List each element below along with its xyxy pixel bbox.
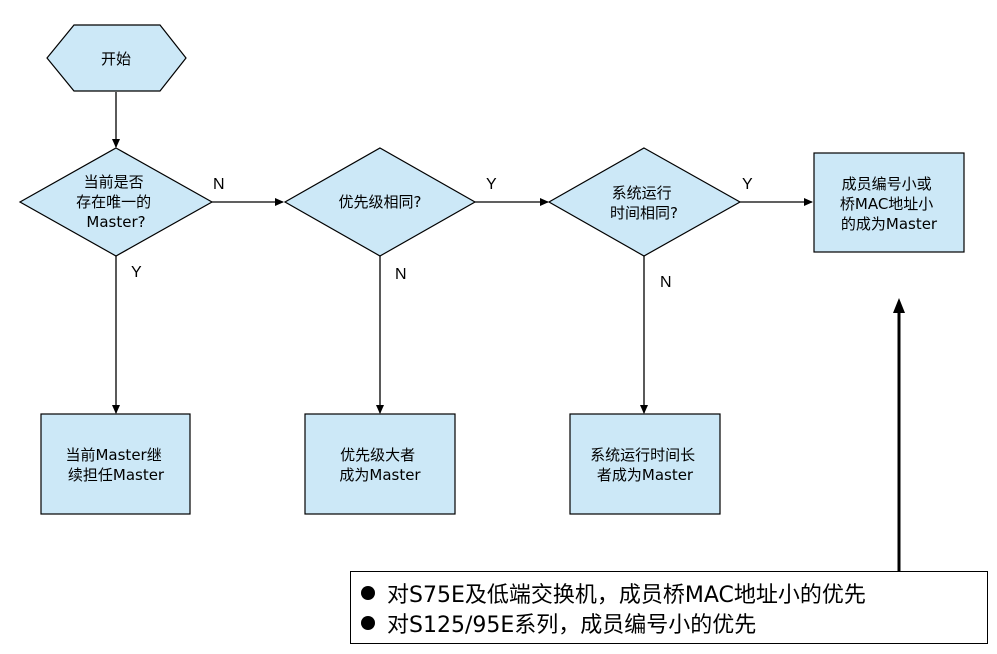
- start-node: 开始: [46, 24, 187, 92]
- decision-same-priority: 优先级相同?: [283, 147, 477, 257]
- svg-text:开始: 开始: [101, 50, 131, 68]
- svg-text:优先级相同?: 优先级相同?: [339, 193, 422, 211]
- note-pointer-arrowhead: [893, 298, 905, 313]
- note-line-2: 对S125/95E系列，成员编号小的优先: [361, 608, 987, 638]
- start-label: 开始: [101, 50, 131, 68]
- result-higher-priority: 优先级大者 成为Master: [304, 413, 456, 515]
- svg-text:当前是否 存在唯一的 Master?: 当前是否 存在唯一的 Master?: [76, 173, 156, 231]
- edge-label-uptime-no: N: [660, 274, 672, 291]
- result-uptime-line1: 系统运行时间长: [590, 446, 695, 464]
- edge-label-unique-yes: Y: [131, 264, 142, 281]
- result-mac-line2: 桥MAC地址小: [840, 195, 933, 213]
- bullet-icon: [361, 616, 375, 630]
- svg-text:优先级大者 成为Master: 优先级大者 成为Master: [339, 446, 421, 484]
- decision-priority-line1: 优先级相同?: [339, 193, 422, 211]
- result-uptime-line2: 者成为Master: [597, 466, 694, 484]
- decision-uptime-line2: 时间相同?: [610, 204, 678, 222]
- edge-label-priority-no: N: [395, 266, 407, 283]
- edge-label-uptime-yes: Y: [742, 176, 753, 193]
- note-line-1: 对S75E及低端交换机，成员桥MAC地址小的优先: [361, 578, 987, 608]
- result-current-line1: 当前Master继: [65, 446, 161, 464]
- result-priority-line1: 优先级大者: [340, 446, 415, 464]
- svg-text:系统运行时间长 者成为Master: 系统运行时间长 者成为Master: [590, 446, 700, 484]
- decision-unique-line3: Master?: [86, 213, 145, 231]
- svg-text:系统运行 时间相同?: 系统运行 时间相同?: [610, 184, 678, 222]
- result-priority-line2: 成为Master: [339, 466, 421, 484]
- rule-note-box: 对S75E及低端交换机，成员桥MAC地址小的优先 对S125/95E系列，成员编…: [350, 571, 988, 644]
- result-current-master: 当前Master继 续担任Master: [40, 413, 191, 515]
- note-pointer: [893, 298, 905, 571]
- result-current-line2: 续担任Master: [68, 466, 165, 484]
- decision-unique-line2: 存在唯一的: [76, 193, 151, 211]
- result-mac-line1: 成员编号小或: [842, 175, 932, 193]
- decision-uptime-line1: 系统运行: [612, 184, 672, 202]
- result-member-mac: 成员编号小或 桥MAC地址小 的成为Master: [813, 152, 965, 253]
- decision-unique-master: 当前是否 存在唯一的 Master?: [18, 147, 214, 257]
- bullet-icon: [361, 586, 375, 600]
- decision-same-uptime: 系统运行 时间相同?: [547, 147, 742, 257]
- connectors: [112, 92, 813, 414]
- result-longer-uptime: 系统运行时间长 者成为Master: [569, 413, 721, 515]
- edge-label-unique-no: N: [213, 176, 225, 193]
- edge-label-priority-yes: Y: [486, 176, 497, 193]
- decision-unique-line1: 当前是否: [84, 173, 144, 191]
- note-text-1: 对S75E及低端交换机，成员桥MAC地址小的优先: [387, 583, 866, 608]
- result-mac-line3: 的成为Master: [841, 215, 938, 233]
- svg-text:当前Master继 续担任Master: 当前Master继 续担任Master: [65, 446, 166, 484]
- note-text-2: 对S125/95E系列，成员编号小的优先: [387, 613, 757, 638]
- svg-text:成员编号小或 桥MAC地址小 的成为: 成员编号小或 桥MAC地址小 的成为Master: [840, 175, 938, 233]
